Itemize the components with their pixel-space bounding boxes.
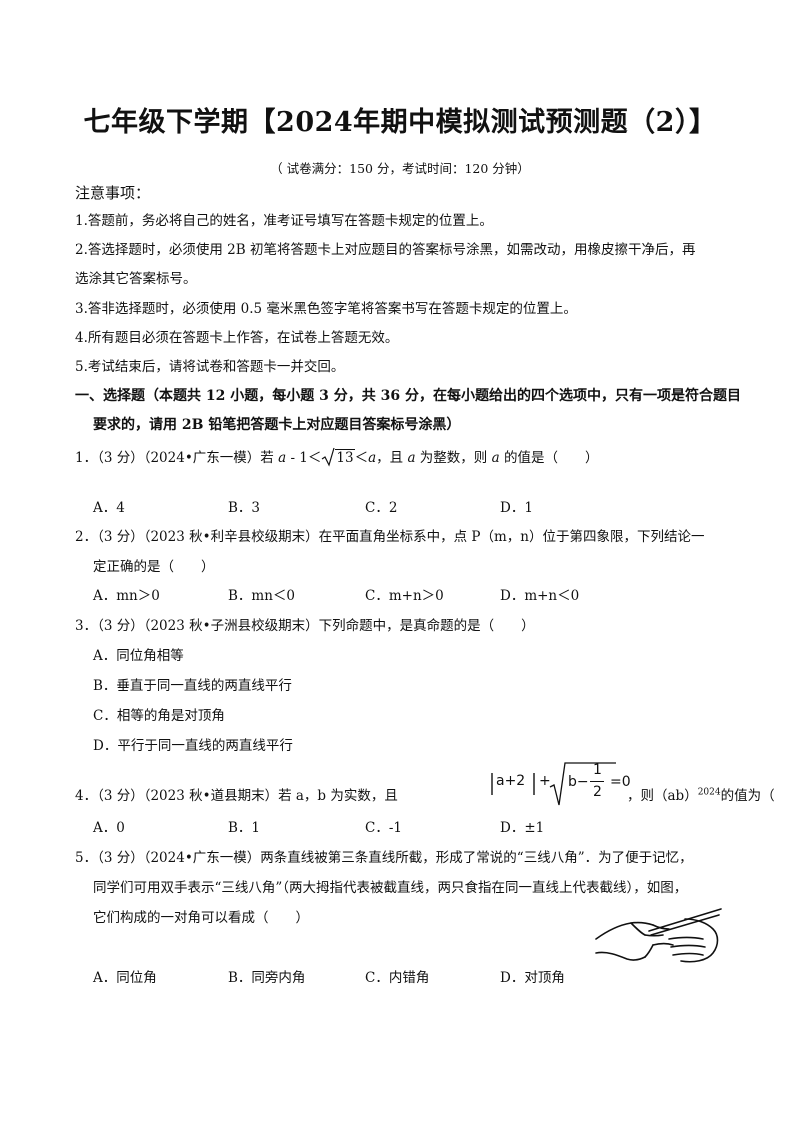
exam-subtitle: （ 试卷满分：150 分，考试时间：120 分钟） — [270, 161, 530, 176]
q4-sqrt-b: b− — [568, 774, 589, 790]
q4-option-a[interactable]: A．0 — [93, 820, 125, 836]
sqrt-13-value: 13 — [335, 449, 355, 466]
q2-option-c[interactable]: C．m+n＞0 — [365, 588, 444, 604]
note-item: 3.答非选择题时，必须使用 0.5 毫米黑色签字笔将答案书写在答题卡规定的位置上… — [75, 301, 577, 317]
note-item: 4.所有题目必须在答题卡上作答，在试卷上答题无效。 — [75, 330, 399, 346]
q5-option-b[interactable]: B．同旁内角 — [228, 970, 306, 986]
question-3-stem: 3．（3 分）（2023 秋•子洲县校级期末）下列命题中，是真命题的是（ ） — [75, 618, 535, 634]
q4-option-d[interactable]: D．±1 — [500, 820, 545, 836]
q1-var: a — [278, 450, 287, 466]
q2-option-a[interactable]: A．mn＞0 — [93, 588, 160, 604]
q3-option-b[interactable]: B．垂直于同一直线的两直线平行 — [93, 678, 292, 694]
question-2-stem-cont: 定正确的是（ ） — [93, 559, 215, 575]
q4-option-c[interactable]: C．‑1 — [365, 820, 402, 836]
q5-option-a[interactable]: A．同位角 — [93, 970, 157, 986]
question-5-stem-cont: 同学们可用双手表示“三线八角”（两大拇指代表被截直线，两只食指在同一直线上代表截… — [93, 880, 688, 896]
square-root-sign-icon — [549, 762, 616, 806]
exam-title: 七年级下学期【2024年期中模拟测试预测题（2）】 — [83, 107, 717, 138]
q4-option-b[interactable]: B．1 — [228, 820, 261, 836]
note-item: 2.答选择题时，必须使用 2B 初笔将答题卡上对应题目的答案标号涂黑，如需改动，… — [75, 242, 696, 258]
question-5-stem-cont2: 它们构成的一对角可以看成（ ） — [93, 910, 309, 926]
q4-exponent: 2024 — [697, 787, 721, 798]
q4-fraction-numerator: 1 — [593, 762, 602, 778]
question-4-stem-end: ，则（ab）2024的值为（ ） — [627, 784, 800, 805]
note-item: 5.考试结束后，请将试卷和答题卡一并交回。 — [75, 359, 345, 375]
q4-abs-content: a+2 — [496, 773, 526, 789]
question-1-stem: 1．（3 分）（2024•广东一模）若 a ‑ 1＜13＜a，且 a 为整数，则… — [75, 446, 598, 467]
hands-gesture-figure — [595, 908, 722, 963]
q1-option-c[interactable]: C．2 — [365, 500, 398, 516]
section-heading-cont: 要求的，请用 2B 铅笔把答题卡上对应题目答案标号涂黑） — [93, 417, 461, 433]
q1-text: 为整数，则 — [415, 450, 492, 466]
fraction-bar — [590, 781, 604, 782]
q1-var: a — [407, 450, 416, 466]
q3-option-a[interactable]: A．同位角相等 — [93, 648, 184, 664]
q2-option-d[interactable]: D．m+n＜0 — [500, 588, 580, 604]
q1-var: a — [368, 450, 377, 466]
q4-suffix: ，则（ab） — [627, 788, 698, 804]
q1-var: a — [491, 450, 500, 466]
note-item: 1.答题前，务必将自己的姓名，准考证号填写在答题卡规定的位置上。 — [75, 213, 493, 229]
q4-equals-zero: =0 — [610, 774, 631, 790]
q1-option-d[interactable]: D．1 — [500, 500, 533, 516]
q1-option-a[interactable]: A．4 — [93, 500, 125, 516]
notes-heading: 注意事项： — [75, 184, 151, 202]
q1-text: ，且 — [376, 450, 408, 466]
note-item: 选涂其它答案标号。 — [75, 271, 197, 287]
q1-prefix: 1．（3 分）（2024•广东一模）若 — [75, 450, 279, 466]
q1-text: 的值是（ ） — [499, 450, 599, 466]
q3-option-c[interactable]: C．相等的角是对顶角 — [93, 708, 225, 724]
absolute-value-bars-icon — [491, 773, 535, 795]
q1-op: ‑ 1＜ — [286, 450, 322, 466]
q5-option-c[interactable]: C．内错角 — [365, 970, 430, 986]
q4-fraction-denominator: 2 — [593, 784, 602, 800]
sqrt-13: 13 — [321, 447, 355, 467]
q5-option-d[interactable]: D．对顶角 — [500, 970, 565, 986]
q3-option-d[interactable]: D．平行于同一直线的两直线平行 — [93, 738, 293, 754]
question-2-stem: 2．（3 分）（2023 秋•利辛县校级期末）在平面直角坐标系中，点 P（m，n… — [75, 529, 705, 545]
radical-sign-icon — [322, 447, 335, 467]
question-5-stem: 5．（3 分）（2024•广东一模）两条直线被第三条直线所截，形成了常说的“三线… — [75, 850, 693, 866]
q1-op2: ＜ — [354, 450, 369, 466]
section-heading: 一、选择题（本题共 12 小题，每小题 3 分，共 36 分，在每小题给出的四个… — [75, 388, 741, 404]
q4-suffix2: 的值为（ ） — [720, 788, 800, 804]
question-4-stem: 4．（3 分）（2023 秋•道县期末）若 a，b 为实数，且 — [75, 788, 398, 804]
q1-option-b[interactable]: B．3 — [228, 500, 261, 516]
q2-option-b[interactable]: B．mn＜0 — [228, 588, 296, 604]
q4-plus: + — [539, 773, 551, 789]
